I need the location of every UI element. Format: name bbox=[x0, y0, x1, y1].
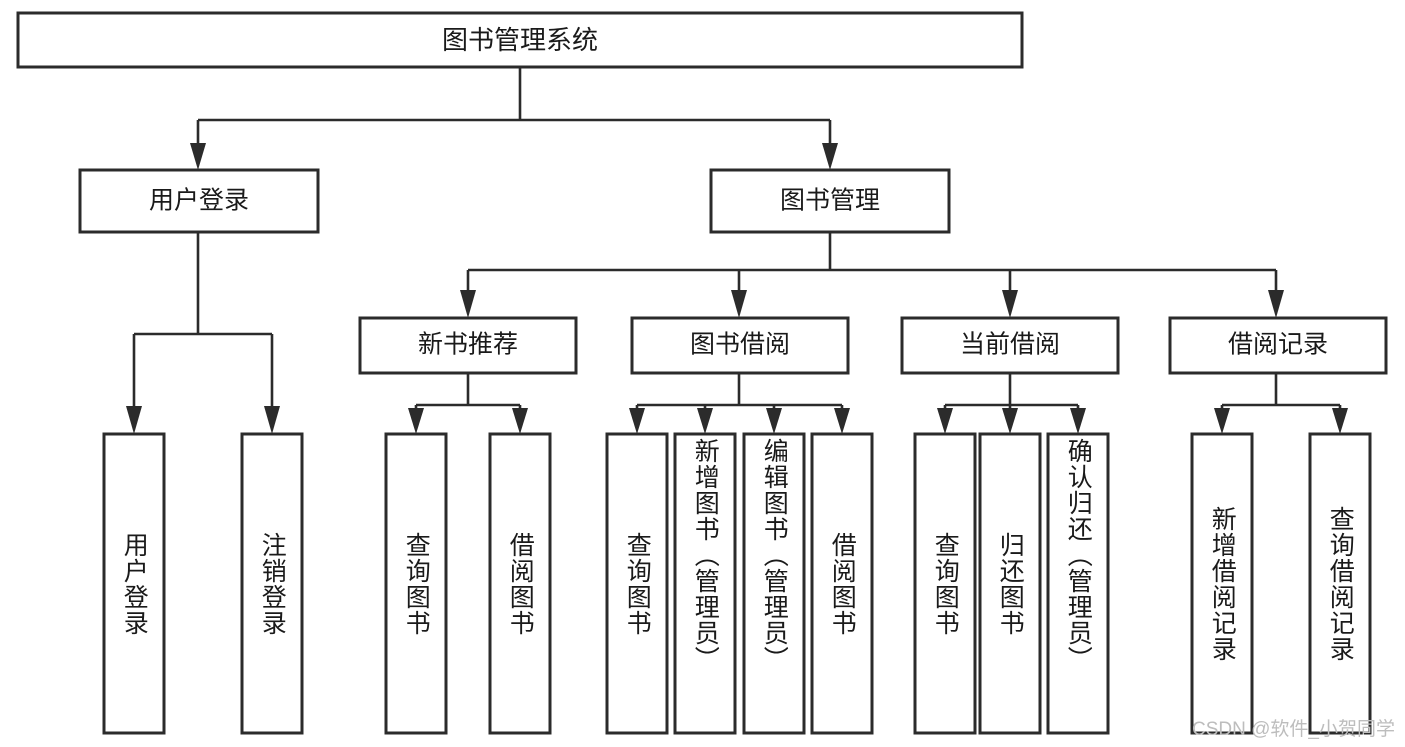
leaf-box-borrow-book-1[interactable] bbox=[488, 432, 552, 735]
node-borrow-record-label: 借阅记录 bbox=[1228, 331, 1328, 359]
leaf-box-add-book[interactable] bbox=[673, 432, 737, 735]
leaf-box-user-login[interactable] bbox=[102, 432, 166, 735]
leaf-box-user-logout[interactable] bbox=[240, 432, 304, 735]
node-new-book-recommend[interactable]: 新书推荐 bbox=[358, 316, 578, 375]
arrow-to-borrow-record bbox=[1268, 290, 1284, 318]
arrow-to-book-manage bbox=[822, 143, 838, 170]
leaf-box-confirm-return[interactable] bbox=[1046, 432, 1110, 735]
node-new-book-recommend-box[interactable] bbox=[358, 316, 578, 375]
node-book-borrow-label: 图书借阅 bbox=[690, 331, 790, 359]
leaf-box-query-book-1[interactable] bbox=[384, 432, 448, 735]
leaf-box-query-book-2[interactable] bbox=[605, 432, 669, 735]
node-current-borrow[interactable]: 当前借阅 bbox=[900, 316, 1120, 375]
arrow-to-user-login bbox=[190, 143, 206, 170]
connectors-current-borrow bbox=[937, 373, 1086, 434]
node-user-login[interactable]: 用户登录 bbox=[78, 168, 320, 234]
arrow-to-leaf-edit-book bbox=[766, 408, 782, 434]
node-borrow-record[interactable]: 借阅记录 bbox=[1168, 316, 1388, 375]
connectors-root bbox=[190, 67, 838, 170]
arrow-to-leaf-borrow-book-2 bbox=[834, 408, 850, 434]
leaf-box-return-book[interactable] bbox=[978, 432, 1042, 735]
connectors-book-manage bbox=[460, 232, 1284, 318]
arrow-to-current-borrow bbox=[1002, 290, 1018, 318]
node-current-borrow-box[interactable] bbox=[900, 316, 1120, 375]
arrow-to-new-book-recommend bbox=[460, 290, 476, 318]
arrow-to-leaf-query-book-1 bbox=[408, 408, 424, 434]
node-book-manage-label: 图书管理 bbox=[780, 187, 880, 215]
leaf-box-edit-book[interactable] bbox=[742, 432, 806, 735]
arrow-to-leaf-user-logout bbox=[264, 406, 280, 434]
connectors-new-book-recommend bbox=[408, 373, 528, 434]
node-book-manage[interactable]: 图书管理 bbox=[709, 168, 951, 234]
csdn-watermark: CSDN @软件_小贺同学 bbox=[1192, 719, 1395, 740]
node-new-book-recommend-label: 新书推荐 bbox=[418, 331, 518, 359]
node-book-borrow[interactable]: 图书借阅 bbox=[630, 316, 850, 375]
arrow-to-leaf-return-book bbox=[1002, 408, 1018, 434]
arrow-to-leaf-confirm-return bbox=[1070, 408, 1086, 434]
arrow-to-book-borrow bbox=[731, 290, 747, 318]
node-current-borrow-label: 当前借阅 bbox=[960, 331, 1060, 359]
node-user-login-label: 用户登录 bbox=[149, 187, 249, 215]
leaf-box-add-record[interactable] bbox=[1190, 432, 1254, 735]
arrow-to-leaf-query-book-3 bbox=[937, 408, 953, 434]
arrow-to-leaf-user-login bbox=[126, 406, 142, 434]
leaf-box-query-book-3[interactable] bbox=[913, 432, 977, 735]
arrow-to-leaf-query-book-2 bbox=[629, 408, 645, 434]
arrow-to-leaf-add-book bbox=[697, 408, 713, 434]
connectors-user-login bbox=[126, 232, 280, 434]
leaf-box-borrow-book-2[interactable] bbox=[810, 432, 874, 735]
arrow-to-leaf-borrow-book-1 bbox=[512, 408, 528, 434]
arrow-to-leaf-add-record bbox=[1214, 408, 1230, 434]
node-root[interactable]: 图书管理系统 bbox=[16, 11, 1024, 69]
connectors-borrow-record bbox=[1214, 373, 1348, 434]
node-root-box[interactable] bbox=[16, 11, 1024, 69]
node-borrow-record-box[interactable] bbox=[1168, 316, 1388, 375]
leaf-box-query-record[interactable] bbox=[1308, 432, 1372, 735]
arrow-to-leaf-query-record bbox=[1332, 408, 1348, 434]
node-user-login-box[interactable] bbox=[78, 168, 320, 234]
leaf-boxes[interactable] bbox=[102, 432, 1372, 735]
connectors-book-borrow bbox=[629, 373, 850, 434]
node-book-manage-box[interactable] bbox=[709, 168, 951, 234]
node-root-label: 图书管理系统 bbox=[442, 25, 598, 55]
node-book-borrow-box[interactable] bbox=[630, 316, 850, 375]
